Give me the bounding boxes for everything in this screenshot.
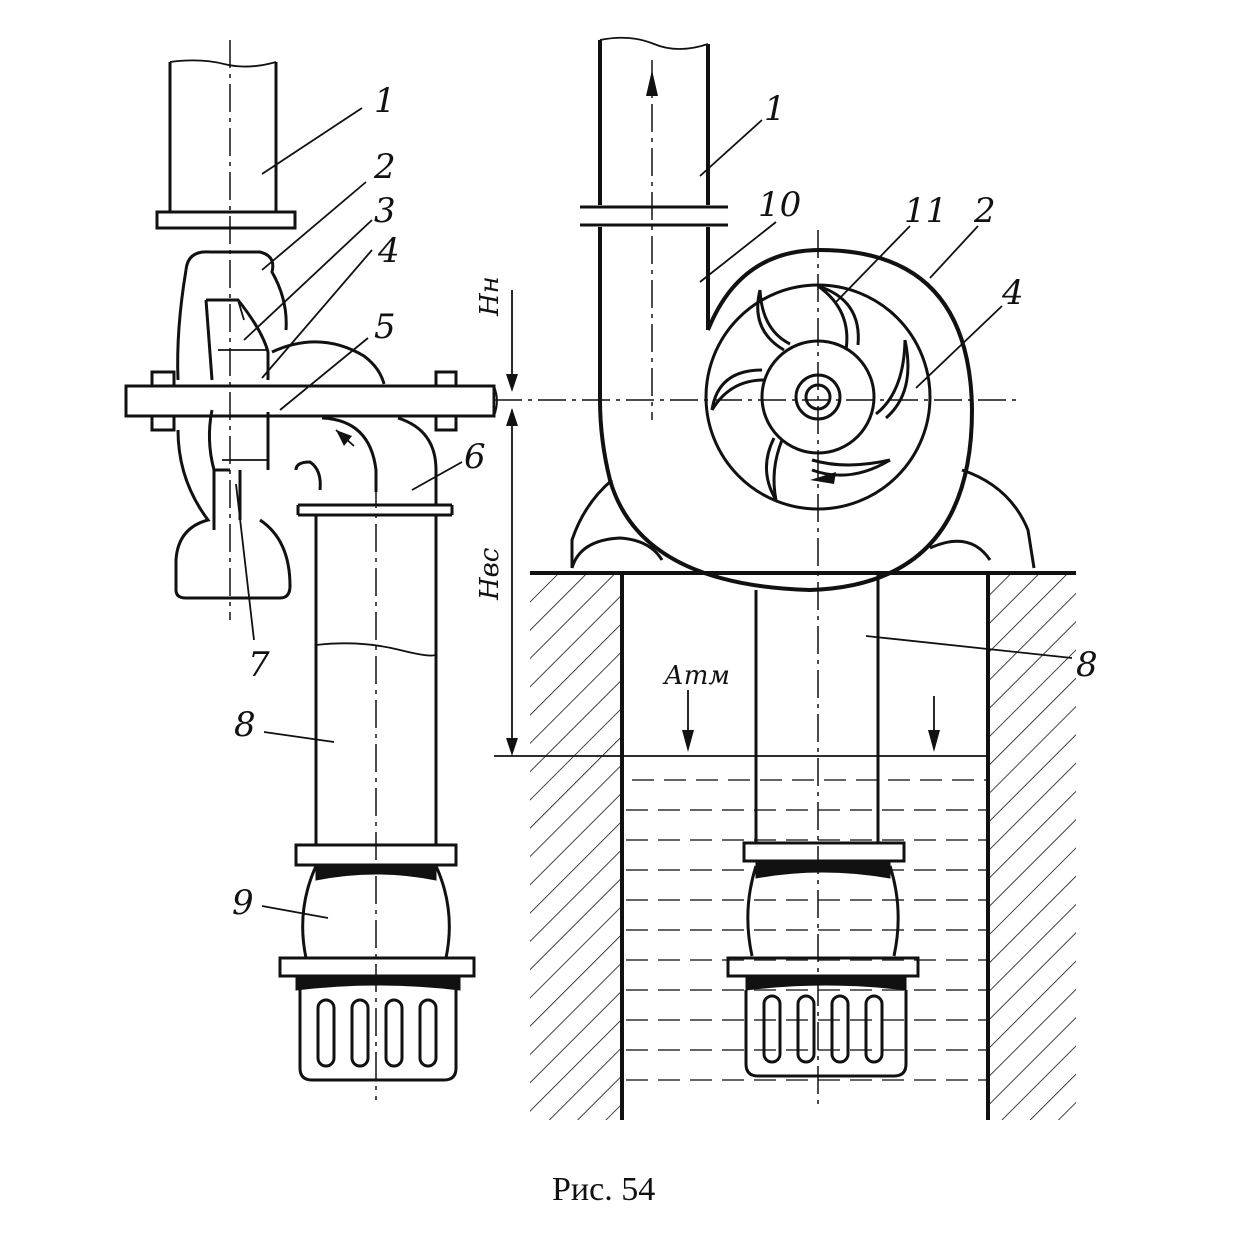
right-volute-casing — [598, 247, 975, 593]
label-left-2: 2 — [373, 147, 396, 187]
label-left-9: 9 — [232, 883, 254, 923]
left-leader-lines — [235, 107, 463, 919]
right-discharge-pipe — [580, 36, 728, 420]
label-suction-head: Нвс — [475, 547, 505, 601]
ground-hatching — [530, 571, 1076, 1120]
left-section-view: 1 2 3 4 5 6 7 8 9 — [124, 40, 498, 1100]
right-front-view: Атм — [530, 36, 1098, 1120]
left-foot-valve — [278, 865, 476, 1082]
right-leader-lines — [699, 119, 1073, 659]
label-right-2: 2 — [973, 191, 996, 231]
left-flow-arrowhead — [336, 430, 352, 446]
right-suction-pipe — [726, 230, 920, 1110]
atmosphere-arrows: Атм — [662, 661, 940, 752]
label-right-4: 4 — [1001, 273, 1024, 313]
label-left-5: 5 — [374, 307, 396, 347]
head-dimensions: Нн Нвс — [475, 276, 1020, 757]
label-left-4: 4 — [377, 231, 400, 271]
label-left-6: 6 — [464, 437, 486, 477]
left-suction-flange — [296, 503, 454, 517]
label-left-3: 3 — [374, 191, 396, 231]
label-left-1: 1 — [374, 81, 396, 121]
label-left-8: 8 — [234, 705, 256, 745]
left-shaft — [124, 370, 498, 432]
label-right-10: 10 — [758, 185, 801, 225]
impeller-vanes — [710, 284, 910, 501]
label-discharge-head: Нн — [475, 276, 505, 317]
label-left-7: 7 — [248, 645, 270, 685]
left-pump-casing — [174, 250, 438, 600]
label-right-8: 8 — [1076, 645, 1098, 685]
figure-caption: Рис. 54 — [552, 1171, 655, 1208]
left-discharge-pipe — [155, 59, 297, 230]
pump-base — [570, 468, 1036, 569]
label-right-11: 11 — [904, 191, 947, 231]
label-atm: Атм — [662, 661, 730, 691]
well-water — [622, 755, 988, 1081]
label-right-1: 1 — [764, 89, 786, 129]
